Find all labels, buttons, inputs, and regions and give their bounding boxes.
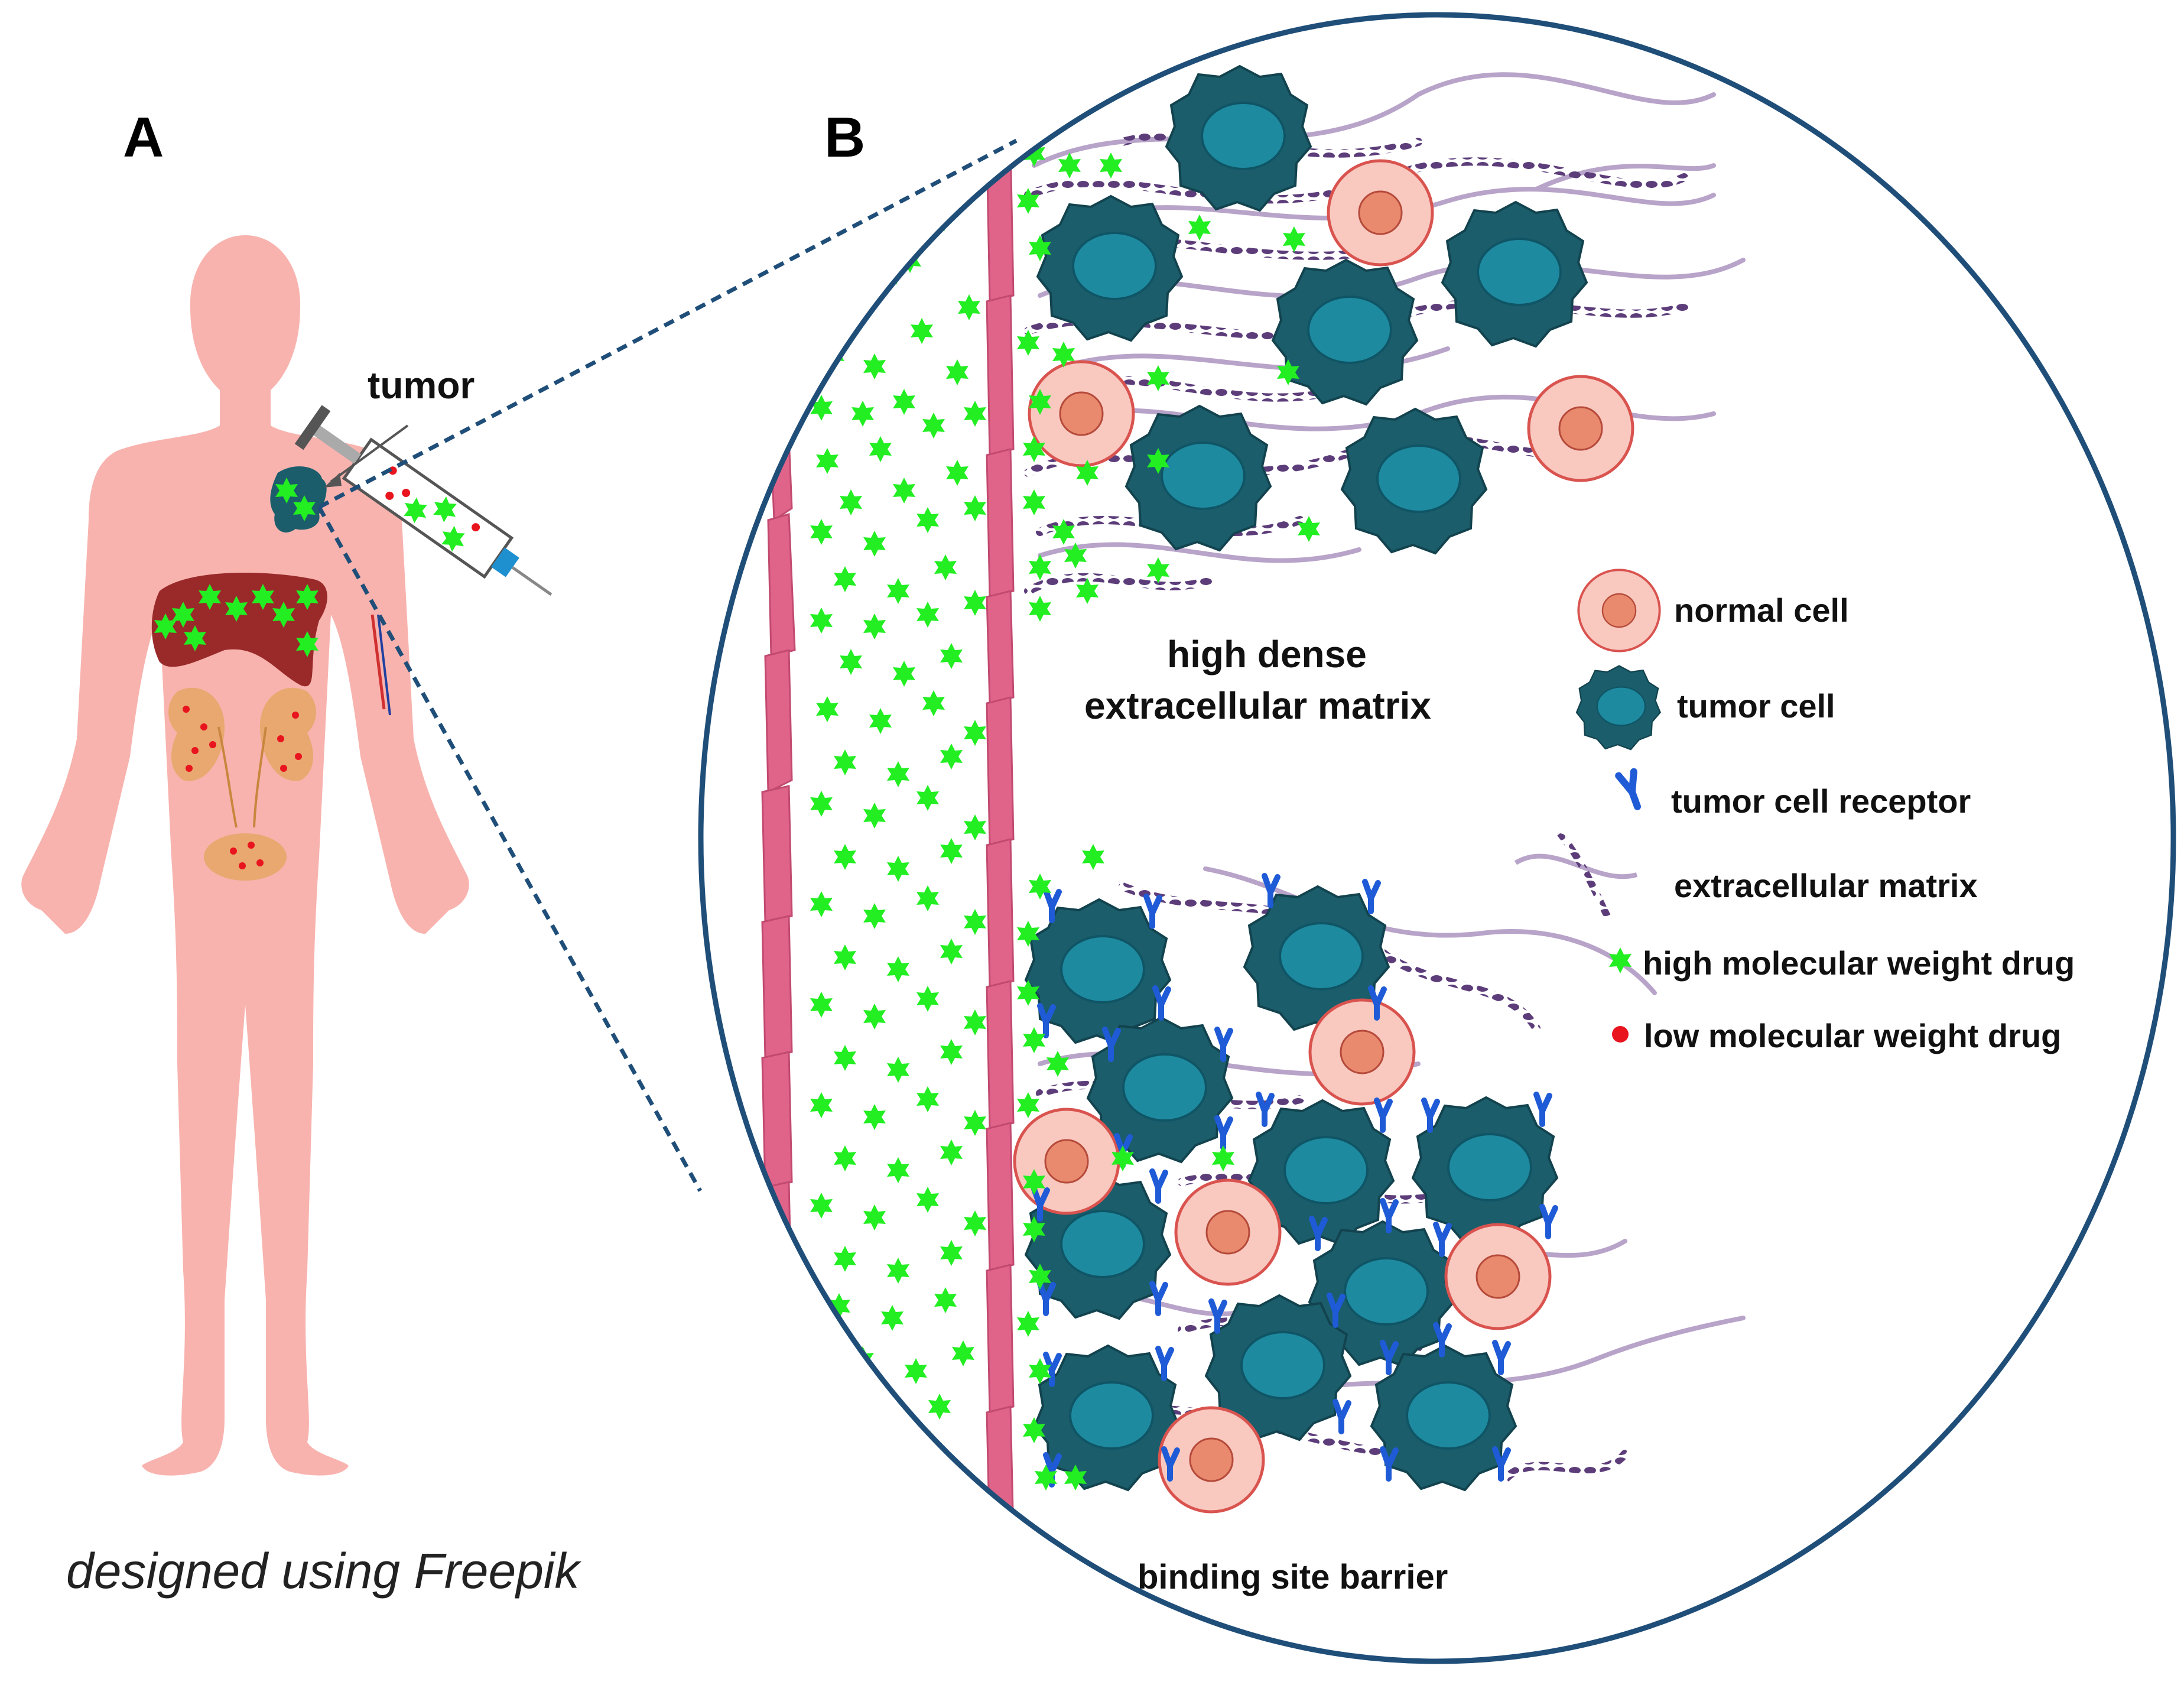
- legend-red-dot-icon: [1612, 1026, 1629, 1043]
- legend-label-normal-cell: normal cell: [1674, 592, 1849, 629]
- legend-icons: [1514, 569, 1661, 1043]
- legend-label-lmw-drug: low molecular weight drug: [1644, 1017, 2062, 1054]
- zoom-lines: [317, 138, 1018, 1192]
- panel-a-label: A: [123, 106, 164, 169]
- tumor-label: tumor: [368, 364, 475, 407]
- credit-text: designed using Freepik: [66, 1543, 580, 1599]
- tumor-pointer-arrow: [324, 424, 409, 488]
- legend-normal-cell-icon: [1577, 569, 1661, 652]
- magnified-tissue: [701, 15, 2173, 1661]
- legend-label-receptor: tumor cell receptor: [1671, 782, 1971, 820]
- ecm-label-line1: high dense: [1167, 633, 1367, 676]
- legend-label-tumor-cell: tumor cell: [1677, 687, 1835, 725]
- magnification-circle: [698, 12, 2176, 1664]
- ecm-label-line2: extracellular matrix: [1084, 684, 1431, 727]
- legend-label-ecm: extracellular matrix: [1674, 867, 1978, 904]
- body-lmw-drug: [183, 706, 302, 869]
- binding-site-label: binding site barrier: [1138, 1558, 1448, 1596]
- panel-b-label: B: [824, 106, 866, 169]
- legend-label-hmw-drug: high molecular weight drug: [1643, 944, 2075, 982]
- legend-ecm-icon: [1514, 831, 1638, 918]
- human-body: [21, 235, 469, 1476]
